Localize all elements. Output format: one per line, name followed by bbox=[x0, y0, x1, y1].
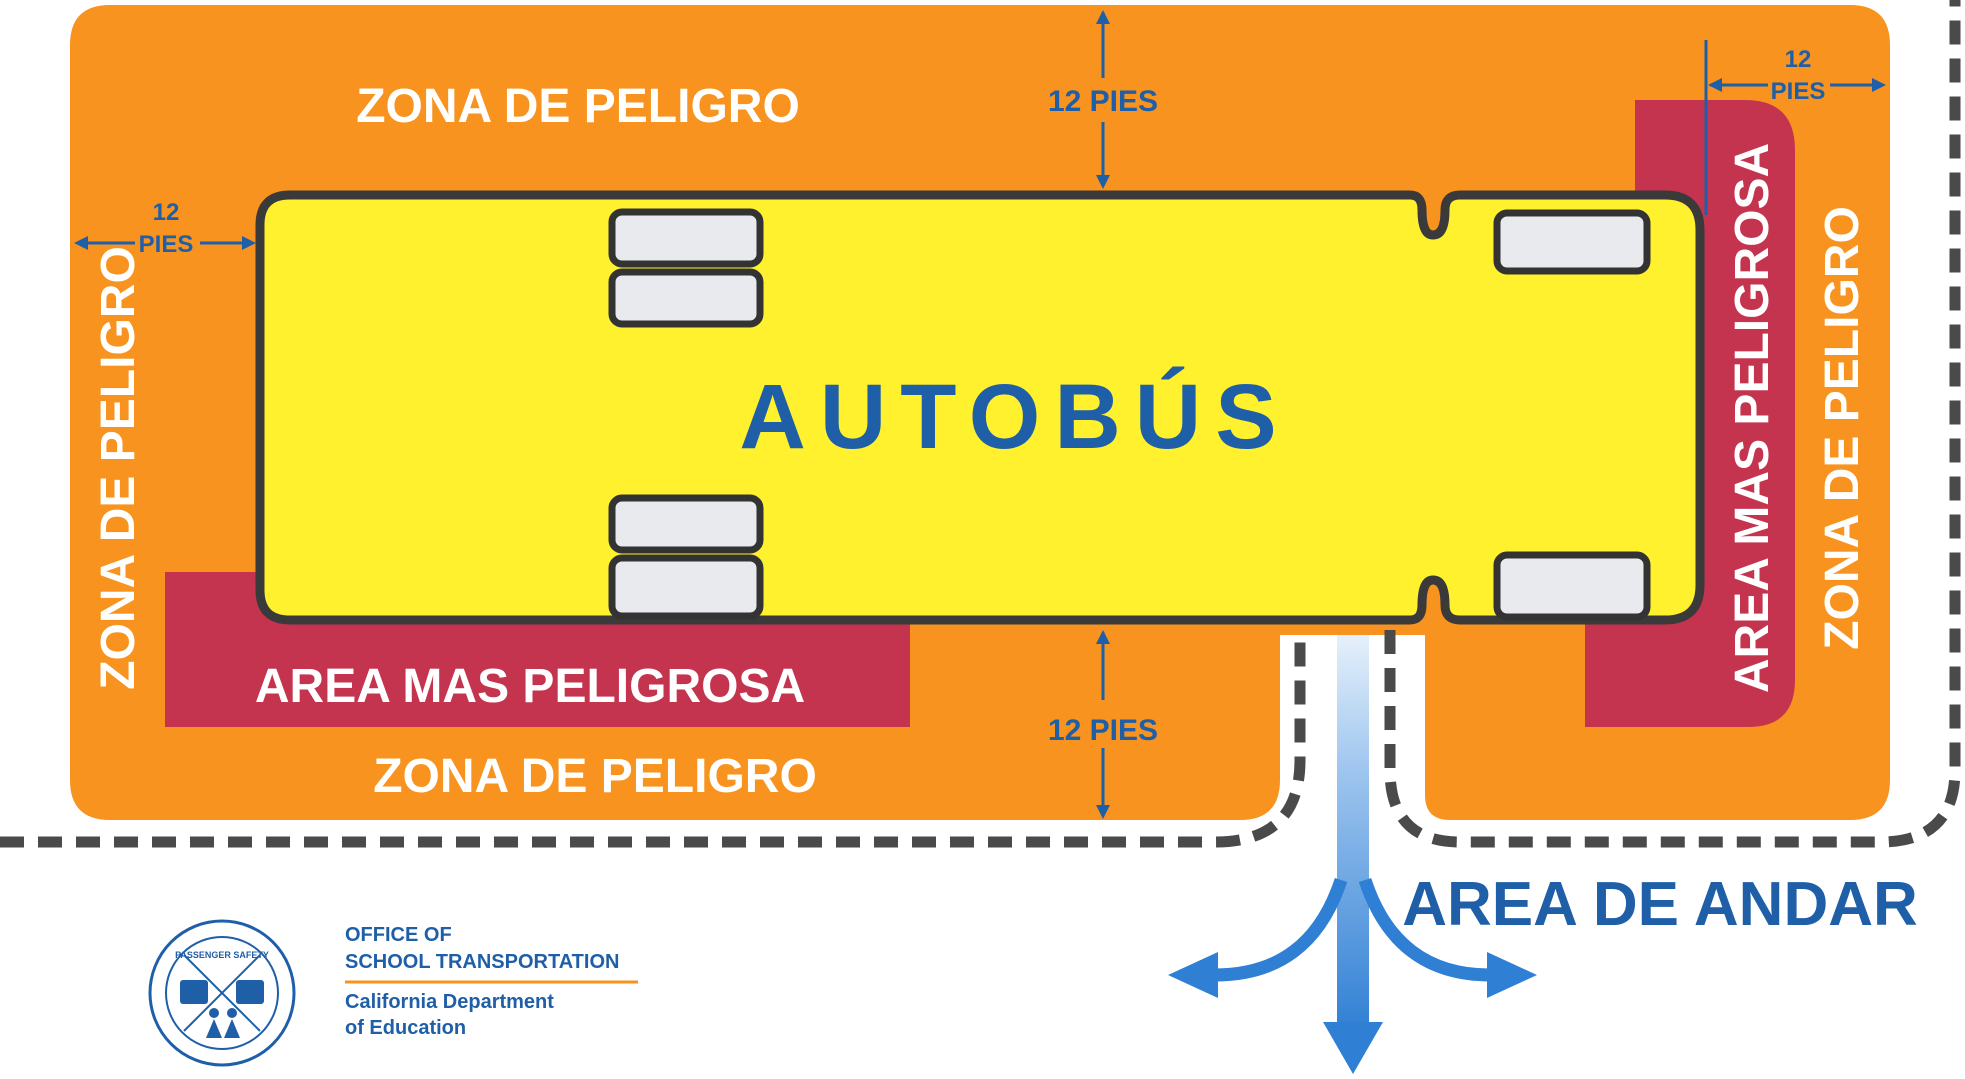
dimension-top bbox=[1096, 10, 1110, 189]
danger-zone-label-right: ZONA DE PELIGRO bbox=[1816, 206, 1869, 650]
most-dangerous-label-right: AREA MAS PELIGROSA bbox=[1726, 143, 1779, 693]
danger-zone-label-bottom: ZONA DE PELIGRO bbox=[373, 750, 817, 803]
bus-window bbox=[608, 494, 764, 554]
dimension-right-unit: PIES bbox=[1771, 78, 1826, 105]
danger-zone-label-top: ZONA DE PELIGRO bbox=[356, 80, 800, 133]
cde-seal-logo: PASSENGER SAFETY bbox=[148, 919, 296, 1067]
bus-window bbox=[608, 554, 764, 620]
dimension-right-number: 12 bbox=[1785, 46, 1812, 73]
dept-line-1: California Department bbox=[345, 991, 554, 1013]
children-icon bbox=[206, 1008, 240, 1038]
office-line-2: SCHOOL TRANSPORTATION bbox=[345, 951, 619, 973]
office-line-1: OFFICE OF bbox=[345, 924, 452, 946]
dimension-bottom bbox=[1096, 630, 1110, 819]
walking-area-label: AREA DE ANDAR bbox=[1402, 870, 1918, 939]
bus-window bbox=[1493, 209, 1651, 275]
bus-icon bbox=[180, 980, 208, 1004]
bus-window bbox=[608, 268, 764, 328]
dimension-left bbox=[74, 236, 256, 250]
dimension-left-unit: PIES bbox=[139, 231, 194, 258]
dimension-top-label: 12 PIES bbox=[1048, 85, 1158, 118]
walking-direction-arrows bbox=[1168, 635, 1537, 1074]
dimension-right bbox=[1704, 40, 1886, 215]
bus-window bbox=[608, 208, 764, 268]
bus-icon bbox=[236, 980, 264, 1004]
most-dangerous-label-bottom: AREA MAS PELIGROSA bbox=[255, 660, 805, 713]
danger-zone-label-left: ZONA DE PELIGRO bbox=[92, 246, 145, 690]
dimension-bottom-label: 12 PIES bbox=[1048, 714, 1158, 747]
dimension-left-number: 12 bbox=[153, 199, 180, 226]
curb-dashed-line bbox=[0, 630, 1306, 848]
bus-label: AUTOBÚS bbox=[739, 365, 1290, 468]
dept-line-2: of Education bbox=[345, 1017, 466, 1039]
seal-center-text: PASSENGER SAFETY bbox=[175, 950, 269, 960]
walk-area-dashed-line bbox=[1384, 0, 1961, 848]
bus-window bbox=[1493, 551, 1651, 621]
